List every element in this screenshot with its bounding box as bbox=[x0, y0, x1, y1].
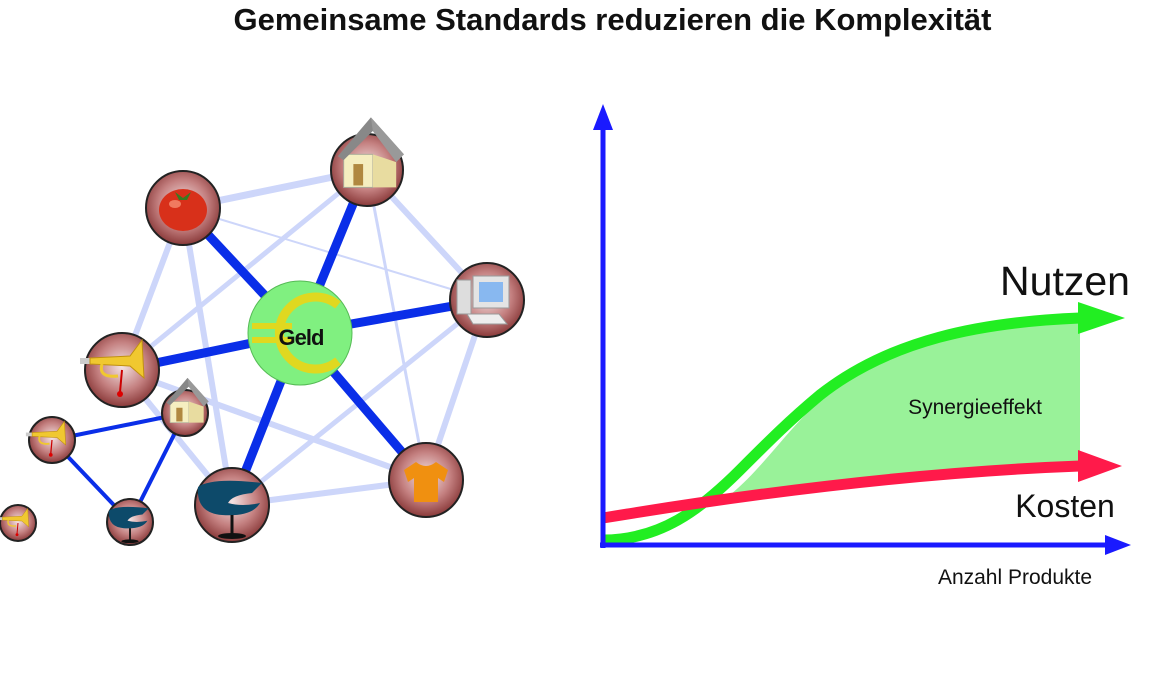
trumpet-icon bbox=[80, 338, 145, 397]
network-node-trumpet bbox=[25, 416, 76, 464]
network-node-trumpet bbox=[80, 332, 160, 408]
house-icon bbox=[166, 377, 209, 423]
center-label: Geld bbox=[279, 325, 324, 350]
trumpet-icon bbox=[0, 507, 29, 537]
network-node-chair bbox=[194, 467, 270, 543]
computer-icon bbox=[456, 275, 510, 325]
synergy-area bbox=[730, 318, 1080, 495]
network-edge bbox=[120, 367, 428, 483]
x-axis-arrowhead bbox=[1105, 535, 1131, 555]
euro-icon bbox=[252, 292, 341, 374]
network-edge bbox=[365, 169, 428, 481]
chair-icon bbox=[108, 506, 149, 544]
network-node-tomato bbox=[145, 170, 221, 246]
page-title: Gemeinsame Standards reduzieren die Komp… bbox=[233, 2, 992, 37]
network-node-shirt bbox=[388, 442, 464, 518]
network-node-trumpet bbox=[0, 504, 37, 542]
cost-arrowhead bbox=[1078, 450, 1122, 482]
chair-icon bbox=[197, 480, 262, 539]
y-axis-arrowhead bbox=[593, 104, 613, 130]
benefit-arrowhead bbox=[1078, 302, 1125, 334]
shirt-icon bbox=[404, 462, 448, 502]
benefit-curve bbox=[602, 312, 1081, 546]
center-node-geld: Geld bbox=[247, 280, 353, 386]
cost-label: Kosten bbox=[1015, 488, 1115, 524]
trumpet-icon bbox=[25, 420, 67, 457]
synergy-label: Synergieeffekt bbox=[908, 396, 1042, 419]
benefit-label: Nutzen bbox=[1000, 258, 1130, 304]
cost-curve bbox=[602, 460, 1081, 524]
network-nodes bbox=[0, 117, 525, 546]
network-node-chair bbox=[106, 498, 154, 546]
tomato-icon bbox=[159, 189, 207, 231]
house-icon bbox=[337, 117, 404, 188]
network-node-computer bbox=[449, 262, 525, 338]
x-axis-label: Anzahl Produkte bbox=[938, 566, 1092, 589]
network-node-house bbox=[330, 117, 404, 207]
network-node-house bbox=[161, 377, 209, 437]
synergy-chart: Nutzen Kosten Synergieeffekt Anzahl Prod… bbox=[593, 104, 1131, 589]
